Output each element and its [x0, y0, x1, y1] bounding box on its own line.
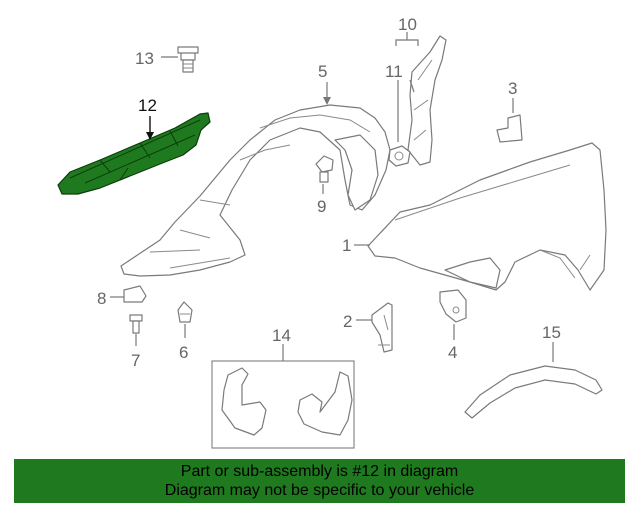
part-3-bracket[interactable]: [496, 114, 523, 143]
leader-11b: [409, 79, 415, 93]
callout-1[interactable]: 1: [342, 236, 351, 255]
callout-12[interactable]: 12: [138, 96, 157, 115]
part-13-bolt[interactable]: [177, 46, 199, 73]
part-9-clip[interactable]: [315, 155, 334, 183]
callout-13[interactable]: 13: [135, 49, 154, 68]
callout-7[interactable]: 7: [131, 351, 140, 370]
callout-14[interactable]: 14: [272, 326, 291, 345]
banner-line-2: Diagram may not be specific to your vehi…: [164, 482, 475, 499]
callout-6[interactable]: 6: [179, 343, 188, 362]
part-7-screw[interactable]: [129, 314, 143, 334]
part-6-clip[interactable]: [177, 301, 193, 323]
part-8-clip[interactable]: [123, 285, 147, 303]
callout-9[interactable]: 9: [317, 197, 326, 216]
callout-3[interactable]: 3: [508, 79, 517, 98]
leader-12-arrow: [146, 132, 154, 140]
part-10-fender-bracket[interactable]: [407, 35, 447, 166]
leader-10: [395, 32, 419, 46]
part-5-fender-liner[interactable]: [120, 104, 391, 277]
callout-4[interactable]: 4: [448, 343, 457, 362]
part-4-bracket[interactable]: [439, 289, 467, 323]
banner-line-1: Part or sub-assembly is #12 in diagram: [180, 463, 459, 480]
part-11-bolt[interactable]: [388, 145, 411, 167]
callout-10[interactable]: 10: [398, 15, 417, 34]
highlight-banner: Part or sub-assembly is #12 in diagram D…: [14, 459, 625, 503]
part-14-mud-guards[interactable]: [221, 367, 353, 436]
callout-5[interactable]: 5: [318, 62, 327, 81]
part-15-fender-molding[interactable]: [464, 365, 603, 419]
callout-15[interactable]: 15: [542, 323, 561, 342]
callout-11[interactable]: 11: [385, 62, 403, 81]
part-12-splash-shield[interactable]: [57, 112, 211, 195]
part-2-bracket[interactable]: [371, 302, 393, 353]
callout-8[interactable]: 8: [97, 289, 106, 308]
part-1-fender[interactable]: [367, 142, 607, 291]
leader-5-arrow: [323, 97, 331, 105]
callout-2[interactable]: 2: [343, 312, 352, 331]
